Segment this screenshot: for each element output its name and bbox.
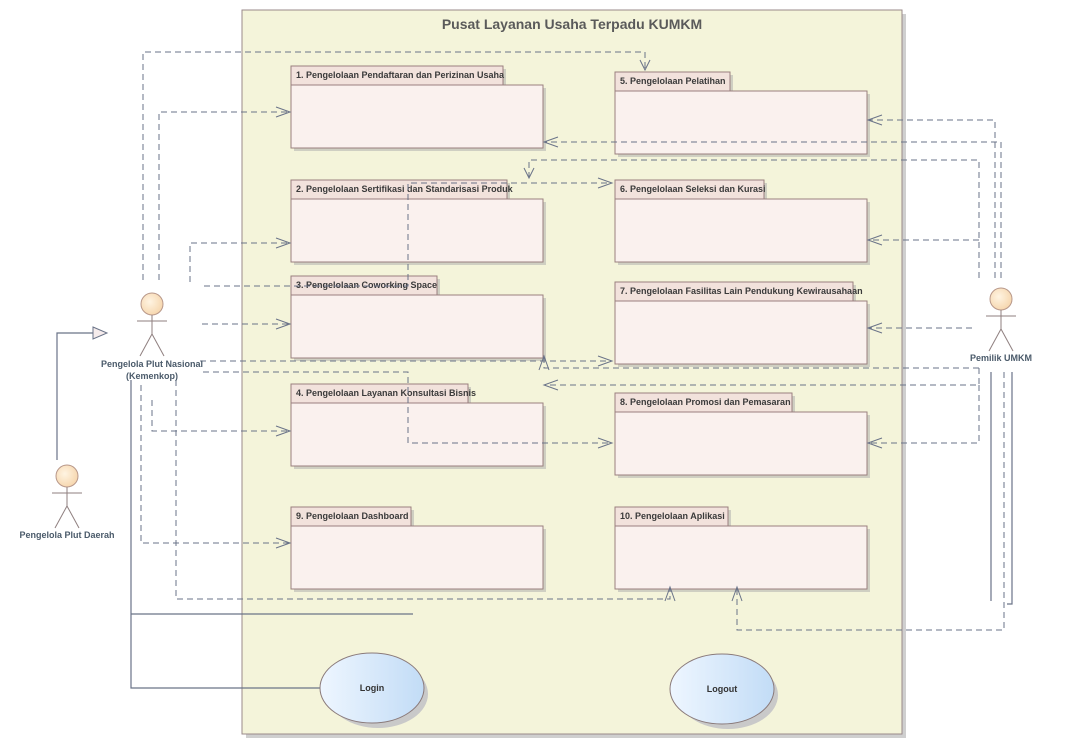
package-body	[614, 198, 868, 263]
package-label: 2. Pengelolaan Sertifikasi dan Standaris…	[296, 184, 514, 194]
package-p1[interactable]: 1. Pengelolaan Pendaftaran dan Perizinan…	[290, 65, 546, 151]
package-p7[interactable]: 7. Pengelolaan Fasilitas Lain Pendukung …	[614, 281, 870, 367]
dep-umkm-p3	[543, 356, 979, 369]
assoc-umkm-logout	[1007, 372, 1013, 605]
package-body	[290, 525, 544, 590]
use-case-login[interactable]: Login	[319, 652, 428, 728]
actor-label: Pengelola Plut Daerah	[19, 530, 114, 540]
package-p5[interactable]: 5. Pengelolaan Pelatihan	[614, 71, 870, 157]
package-p3[interactable]: 3. Pengelolaan Coworking Space	[290, 275, 546, 361]
actor-label: Pengelola Plut Nasional	[101, 359, 203, 369]
package-p8[interactable]: 8. Pengelolaan Promosi dan Pemasaran	[614, 392, 870, 478]
package-label: 1. Pengelolaan Pendaftaran dan Perizinan…	[296, 70, 505, 80]
dep-umkm-p10	[736, 372, 1005, 631]
package-body	[614, 300, 868, 365]
actor-umkm[interactable]: Pemilik UMKM	[970, 287, 1032, 363]
actor-label-line2: (Kemenkop)	[126, 371, 178, 381]
actor-head-icon	[55, 464, 79, 488]
package-body	[290, 198, 544, 263]
connectors	[56, 51, 1013, 689]
actor-daerah[interactable]: Pengelola Plut Daerah	[19, 464, 115, 540]
actor-nasional[interactable]: Pengelola Plut Nasional (Kemenkop)	[101, 292, 203, 381]
dep-nasional-p4	[151, 400, 290, 432]
package-body	[614, 90, 868, 155]
package-p2[interactable]: 2. Pengelolaan Sertifikasi dan Standaris…	[290, 179, 546, 265]
dep-nasional-p1	[158, 111, 290, 280]
package-p10[interactable]: 10. Pengelolaan Aplikasi	[614, 506, 870, 592]
package-label: 5. Pengelolaan Pelatihan	[620, 76, 726, 86]
use-case-label: Login	[360, 683, 385, 693]
package-label: 4. Pengelolaan Layanan Konsultasi Bisnis	[296, 388, 476, 398]
package-body	[290, 84, 544, 149]
dep-umkm-p8	[868, 385, 980, 444]
package-body	[614, 525, 868, 590]
package-label: 8. Pengelolaan Promosi dan Pemasaran	[620, 397, 791, 407]
package-body	[290, 294, 544, 359]
dep-nasional-p9	[140, 385, 290, 544]
dep-nasional-p5	[142, 51, 646, 280]
dep-umkm-p2	[528, 159, 980, 278]
package-p4[interactable]: 4. Pengelolaan Layanan Konsultasi Bisnis	[290, 383, 546, 469]
actor-label: Pemilik UMKM	[970, 353, 1032, 363]
dep-umkm-p4	[544, 368, 980, 386]
package-body	[290, 402, 544, 467]
package-label: 3. Pengelolaan Coworking Space	[296, 280, 437, 290]
package-p9[interactable]: 9. Pengelolaan Dashboard	[290, 506, 546, 592]
actor-head-icon	[989, 287, 1013, 311]
dep-nasional-p6	[204, 182, 612, 287]
package-p6[interactable]: 6. Pengelolaan Seleksi dan Kurasi	[614, 179, 870, 265]
package-label: 10. Pengelolaan Aplikasi	[620, 511, 725, 521]
actor-head-icon	[140, 292, 164, 316]
dep-umkm-p5	[868, 119, 996, 278]
dep-nasional-p2	[189, 242, 290, 282]
use-case-logout[interactable]: Logout	[669, 653, 778, 729]
assoc-nasional-login	[130, 380, 320, 689]
package-body	[614, 411, 868, 476]
dep-nasional-p10	[175, 380, 671, 600]
package-label: 6. Pengelolaan Seleksi dan Kurasi	[620, 184, 766, 194]
dep-umkm-p1	[544, 141, 1002, 278]
dep-nasional-p8	[203, 371, 612, 444]
generalization-daerah-nasional	[56, 332, 93, 460]
use-case-label: Logout	[707, 684, 738, 694]
boundary-title: Pusat Layanan Usaha Terpadu KUMKM	[442, 16, 702, 32]
package-label: 7. Pengelolaan Fasilitas Lain Pendukung …	[620, 286, 863, 296]
package-label: 9. Pengelolaan Dashboard	[296, 511, 409, 521]
